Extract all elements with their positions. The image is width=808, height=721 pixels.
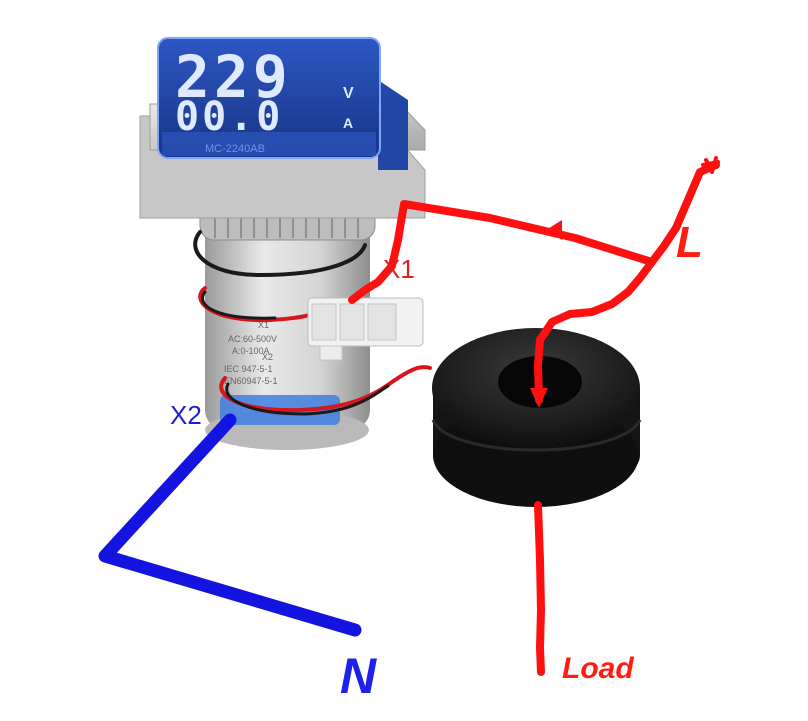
- body-label-current-range: A:0-100A: [232, 346, 270, 356]
- current-readout: 00.0: [175, 94, 283, 140]
- body-label-x1: X1: [258, 320, 269, 330]
- meter-display: 229 V 00.0 A MC-2240AB: [157, 37, 381, 159]
- body-label-x2: X2: [262, 352, 273, 362]
- label-neutral: N: [340, 648, 377, 704]
- label-line: L: [676, 218, 703, 267]
- label-x2: X2: [170, 400, 202, 430]
- body-label-std1: IEC 947-5-1: [224, 364, 273, 374]
- label-load: Load: [562, 652, 634, 685]
- label-x1: X1: [383, 254, 415, 284]
- voltage-readout: 229: [175, 43, 292, 111]
- voltage-unit: V: [343, 85, 354, 102]
- line-wire: [348, 156, 720, 676]
- arrow-icon: [530, 220, 562, 408]
- model-text: MC-2240AB: [205, 143, 265, 155]
- connector-plug: [307, 297, 424, 361]
- current-unit: A: [343, 115, 353, 131]
- neutral-wire: [98, 413, 362, 637]
- meter-leads: [193, 230, 432, 416]
- body-label-voltage-range: AC:60-500V: [228, 334, 277, 344]
- body-label-std2: EN60947-5-1: [224, 376, 278, 386]
